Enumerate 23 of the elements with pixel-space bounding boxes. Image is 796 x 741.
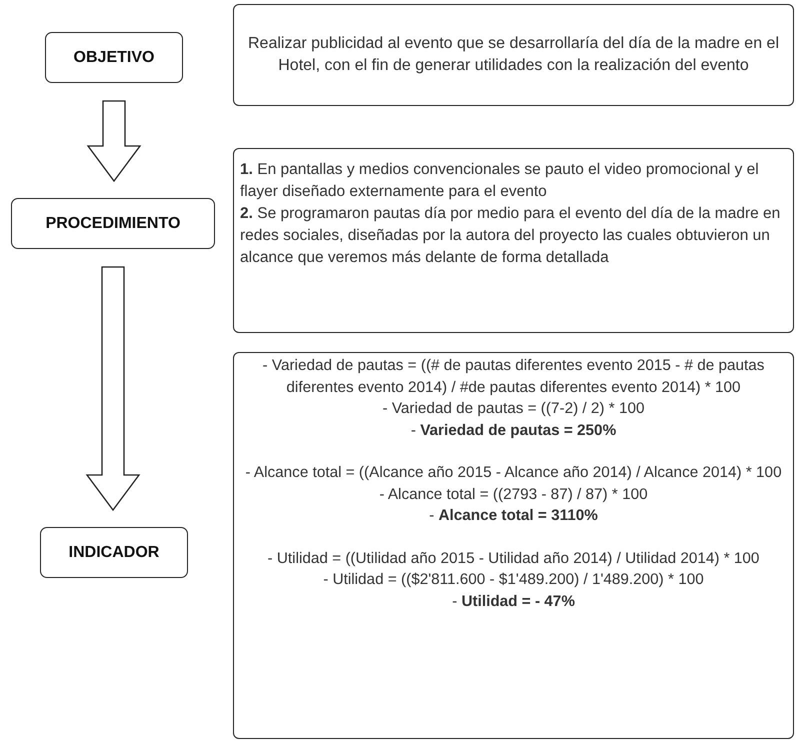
box-title: INDICADOR (68, 544, 160, 562)
procedure-box (233, 148, 794, 333)
paragraph: - Variedad de pautas = 250% (410, 420, 618, 440)
paragraph: - Alcance total = 3110% (428, 506, 599, 526)
paragraph: - Alcance total = ((Alcance año 2015 - Alcance año 2014) / Alcance 2014) * 100 (244, 463, 783, 483)
paragraph: - Utilidad = (($2'811.600 - $1'489.200) / 1'489.200) * 100 (322, 570, 705, 590)
paragraph: Realizar publicidad al evento que se desarrollaría del día de la madre en el Hotel, con el fin de generar utilidades con la realización del evento (247, 34, 780, 76)
label-box (45, 32, 183, 83)
block-arrow (86, 100, 142, 182)
box-title: OBJETIVO (74, 48, 154, 66)
paragraph: - Variedad de pautas = ((7-2) / 2) * 100 (381, 399, 646, 419)
paragraph: 2. Se programaron pautas día por medio para el evento del día de la madre en redes sociales, diseñadas por la autora del proyecto las cuales obtuvieron un alcance que veremos más delante de forma detallada (240, 204, 782, 268)
box-title: PROCEDIMIENTO (46, 214, 180, 232)
paragraph: - Utilidad = ((Utilidad año 2015 - Utilidad año 2014) / Utilidad 2014) * 100 (266, 548, 760, 568)
paragraph: - Variedad de pautas = ((# de pautas diferentes evento 2015 - # de pautas diferentes evento 2014) / #de pautas diferentes evento 2014) * 100 (262, 356, 766, 398)
label-box (11, 198, 215, 249)
paragraph: 1. En pantallas y medios convencionales se pauto el video promocional y el flayer diseñado externamente para el evento (240, 160, 760, 202)
block-arrow (86, 266, 140, 512)
label-box (40, 527, 188, 578)
objective-box (233, 4, 794, 106)
paragraph: - Alcance total = ((2793 - 87) / 87) * 100 (378, 484, 649, 504)
indicator-box (233, 352, 794, 739)
paragraph: - Utilidad = - 47% (451, 592, 576, 612)
